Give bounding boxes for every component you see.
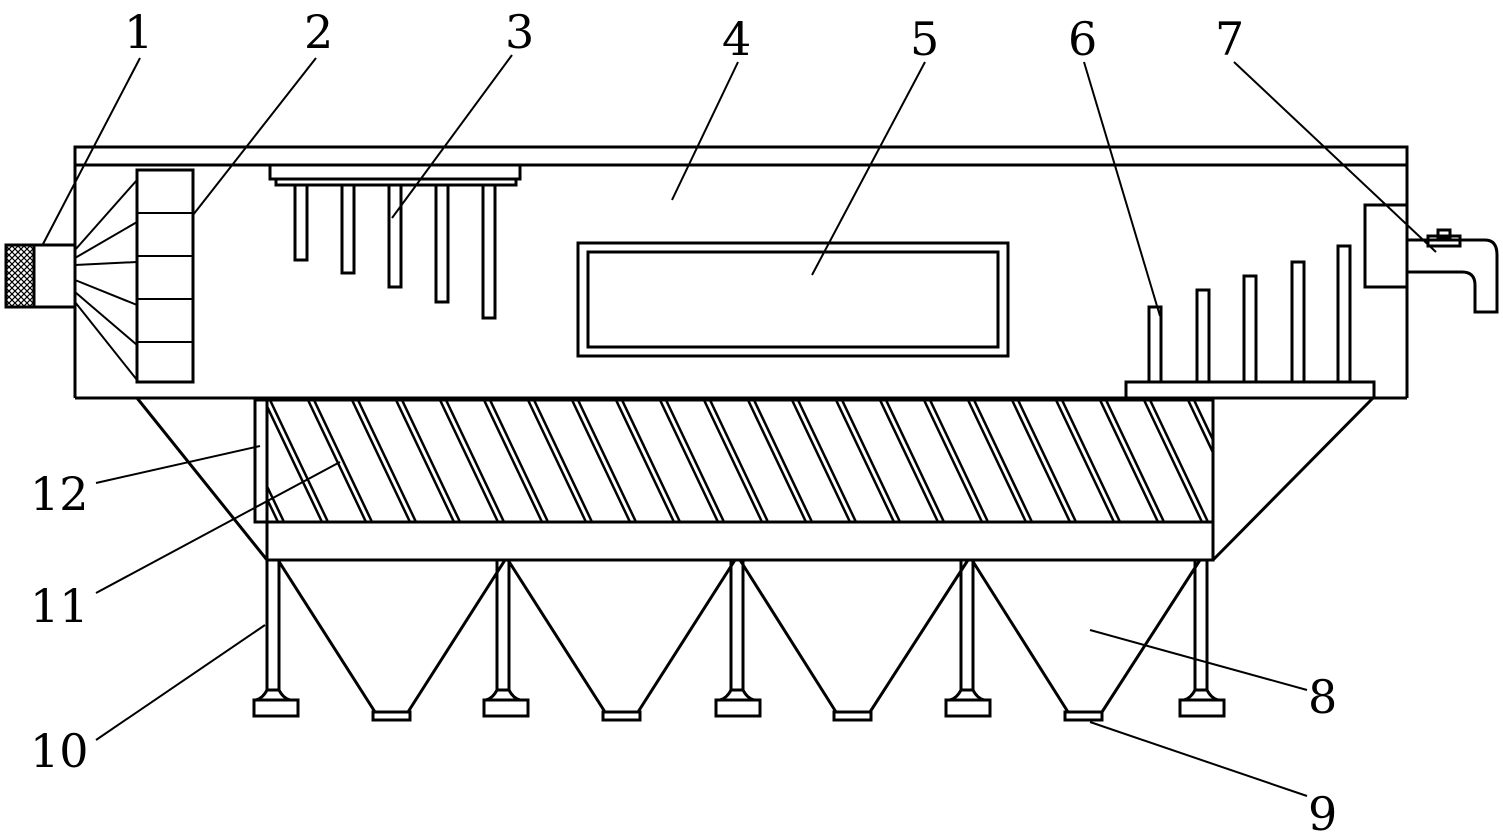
inclined-plate-line [702, 400, 764, 522]
leader-lines [41, 54, 1437, 797]
window-part-5 [576, 241, 1010, 358]
inclined-plate-line [488, 400, 550, 522]
inclined-plate-line [1186, 400, 1213, 456]
leg [944, 558, 992, 718]
label-6: 6 [1068, 12, 1097, 66]
inclined-plate-line [790, 400, 852, 522]
inclined-plate-line [526, 400, 588, 522]
inclined-plate-line [658, 400, 720, 522]
inclined-plate-line [438, 400, 500, 522]
inclined-plate-line [576, 400, 638, 522]
leg [252, 558, 300, 718]
inclined-plate-line [614, 400, 676, 522]
inclined-plate-line [922, 400, 984, 522]
label-10: 10 [30, 724, 89, 778]
inclined-plate-line [834, 400, 896, 522]
inclined-plate-line [400, 400, 462, 522]
part-labels: 1 2 3 4 5 6 7 8 9 10 11 12 [30, 5, 1337, 836]
hopper-outlets-part-9 [371, 710, 1104, 722]
legs-part-10 [252, 558, 1226, 718]
label-1: 1 [124, 5, 153, 59]
inclined-plate-line [268, 400, 330, 522]
plates-part-6 [1124, 244, 1376, 400]
inclined-plate-line [1192, 400, 1213, 443]
label-2: 2 [304, 5, 333, 59]
inclined-plate-line [840, 400, 902, 522]
leg [1178, 558, 1226, 718]
inclined-plate-line [306, 400, 368, 522]
inclined-plate-line [267, 483, 286, 522]
inclined-plate-line [482, 400, 544, 522]
leg [482, 558, 530, 718]
inclined-plate-line [878, 400, 940, 522]
inclined-plate-line [1054, 400, 1116, 522]
inclined-plate-line [1010, 400, 1072, 522]
label-7: 7 [1215, 12, 1244, 66]
inclined-plate-line [746, 400, 808, 522]
inclined-plate-line [356, 400, 418, 522]
label-12: 12 [30, 467, 89, 521]
inclined-plate-line [708, 400, 770, 522]
inclined-plate-line [267, 403, 324, 522]
inclined-plate-line [966, 400, 1028, 522]
support-part-12 [253, 398, 269, 524]
label-11: 11 [30, 579, 89, 633]
inclined-plate-line [752, 400, 814, 522]
hoppers-part-8 [276, 559, 1202, 713]
inclined-plate-line [570, 400, 632, 522]
inclined-plate-line [1148, 400, 1210, 522]
inclined-plate-line [1060, 400, 1122, 522]
leg [714, 558, 762, 718]
label-8: 8 [1308, 670, 1337, 724]
inclined-plate-line [394, 400, 456, 522]
label-9: 9 [1308, 787, 1337, 836]
label-5: 5 [910, 12, 939, 66]
inclined-plate-line [444, 400, 506, 522]
label-3: 3 [505, 5, 534, 59]
baffles-part-3 [268, 163, 522, 320]
inclined-plate-line [796, 400, 858, 522]
inclined-plate-line [664, 400, 726, 522]
inclined-plate-line [1142, 400, 1204, 522]
inlet-part-1 [4, 243, 77, 309]
inclined-plate-line [1098, 400, 1160, 522]
inclined-plates-part-11 [265, 398, 1290, 562]
outlet-tap-part-7 [1363, 203, 1499, 314]
inclined-plate-line [312, 400, 374, 522]
inclined-plate-line [1232, 400, 1290, 522]
inclined-plate-line [1016, 400, 1078, 522]
inclined-plate-line [884, 400, 946, 522]
inclined-plate-line [928, 400, 990, 522]
inclined-plate-line [972, 400, 1034, 522]
inclined-plate-line [620, 400, 682, 522]
label-4: 4 [722, 12, 751, 66]
inclined-plate-line [267, 495, 280, 522]
inclined-plate-line [532, 400, 594, 522]
distributor-part-2 [74, 168, 195, 384]
inclined-plate-line [1104, 400, 1166, 522]
inclined-plate-line [350, 400, 412, 522]
